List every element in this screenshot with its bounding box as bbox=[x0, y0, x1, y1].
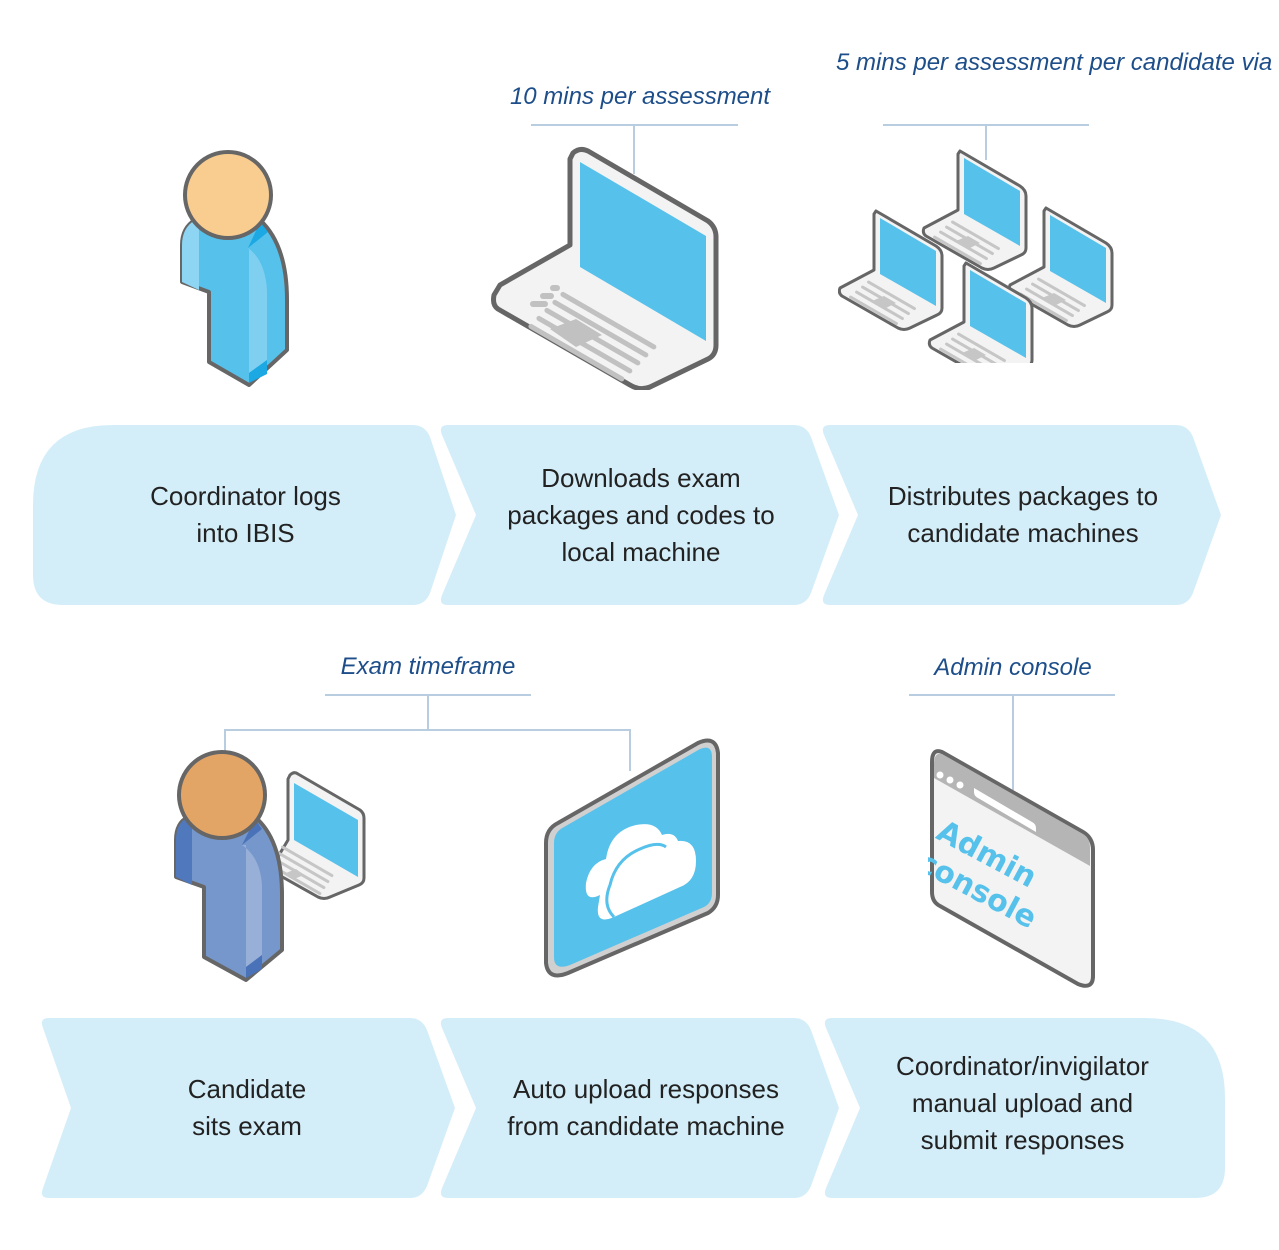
step-label: Coordinator logs into IBIS bbox=[150, 481, 341, 548]
connector-line bbox=[629, 729, 631, 771]
step-auto-upload: Auto upload responses from candidate mac… bbox=[436, 1018, 841, 1198]
note-distribute-time: 5 mins per assessment per candidate via … bbox=[836, 49, 1279, 76]
step-label: Downloads exam packages and codes to loc… bbox=[507, 462, 775, 567]
laptop-icon bbox=[491, 146, 719, 390]
cloud-icon bbox=[585, 824, 696, 920]
note-download-time: 10 mins per assessment bbox=[509, 83, 771, 110]
note-exam-timeframe: Exam timeframe bbox=[340, 653, 516, 680]
multiple-laptops-icon bbox=[838, 149, 1114, 363]
step-candidate-sits-exam: Candidate sits exam bbox=[37, 1018, 457, 1198]
step-shape bbox=[33, 425, 456, 605]
step-shape bbox=[822, 425, 1221, 605]
admin-console-window-icon: Admin console bbox=[928, 749, 1095, 988]
connector-line bbox=[224, 729, 631, 731]
connector-line bbox=[1012, 694, 1014, 790]
step-manual-upload: Coordinator/invigilator manual upload an… bbox=[820, 1018, 1225, 1198]
connector-line bbox=[985, 124, 987, 160]
step-distributes-packages: Distributes packages to candidate machin… bbox=[818, 425, 1223, 605]
step-shape bbox=[824, 1018, 1225, 1198]
connector-line bbox=[633, 124, 635, 174]
step-shape bbox=[41, 1018, 455, 1198]
step-downloads-packages: Downloads exam packages and codes to loc… bbox=[436, 425, 841, 605]
step-label: Coordinator/invigilator manual upload an… bbox=[896, 1050, 1149, 1155]
step-label: Distributes packages to candidate machin… bbox=[887, 481, 1159, 548]
connector-line bbox=[224, 729, 226, 751]
step-shape bbox=[440, 425, 839, 605]
step-label: Candidate sits exam bbox=[187, 1074, 307, 1141]
candidate-with-laptop-icon bbox=[174, 750, 366, 982]
cloud-upload-icon bbox=[544, 738, 720, 978]
step-shape bbox=[440, 1018, 839, 1198]
coordinator-person-icon bbox=[180, 150, 289, 387]
step-label: Auto upload responses from candidate mac… bbox=[507, 1074, 785, 1141]
step-coordinator-logs-in: Coordinator logs into IBIS bbox=[33, 425, 458, 605]
connector-line bbox=[427, 694, 429, 730]
note-admin-console: Admin console bbox=[934, 654, 1092, 681]
